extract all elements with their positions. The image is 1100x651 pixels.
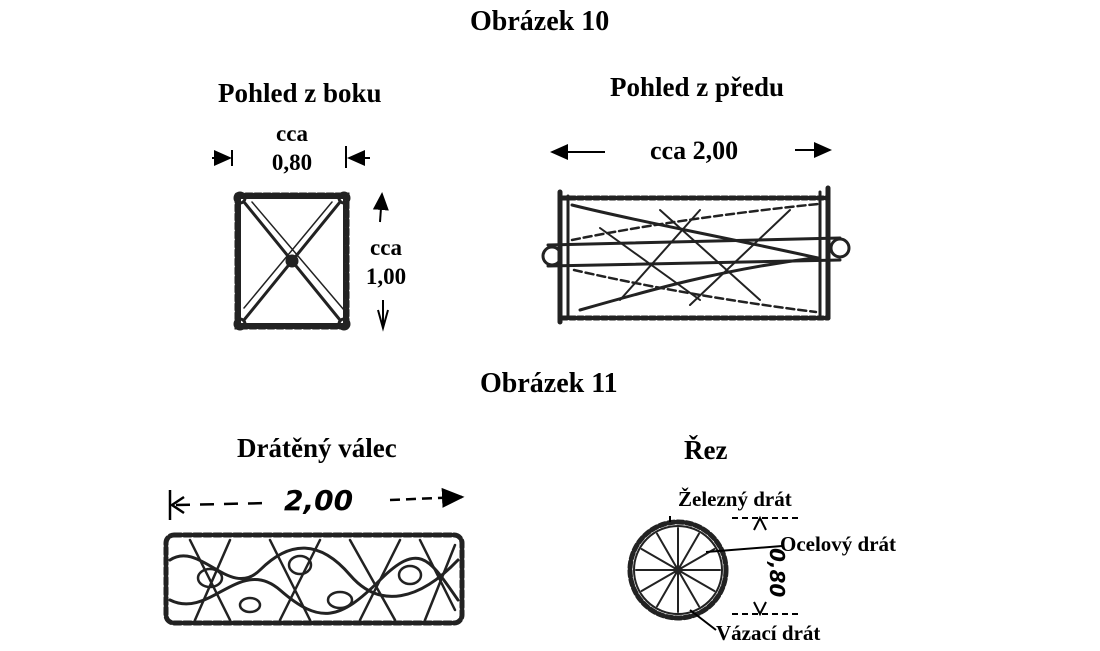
section-spoke (656, 569, 679, 608)
side-width-dimension-label: cca 0,80 (262, 120, 322, 178)
section-diameter-dimension-text: 0,80 (765, 548, 789, 597)
side-width-dimension (212, 146, 370, 168)
side-height-dim-line2: 1,00 (365, 263, 407, 289)
section-spoke (640, 569, 679, 592)
side-width-dim-line2: 0,80 (271, 149, 313, 175)
front-length-dimension (550, 142, 832, 160)
figure-11-title: Obrázek 11 (480, 368, 618, 399)
side-view-title: Pohled z boku (218, 78, 382, 108)
side-height-dim-line1: cca (370, 235, 402, 260)
front-view-drawing (541, 185, 851, 325)
section-spoke (656, 532, 679, 571)
cylinder-length-dimension-text: 2,00 (284, 484, 353, 517)
cylinder-title: Drátěný válec (237, 433, 397, 463)
figure-10-title: Obrázek 10 (470, 6, 610, 37)
section-spoke (677, 569, 700, 608)
section-spoke (640, 548, 679, 571)
front-view-title: Pohled z předu (610, 72, 785, 102)
section-callouts (669, 515, 800, 631)
cylinder-drawing (163, 532, 465, 626)
iron-wire-label: Železný drát (678, 487, 792, 511)
cylinder-length-dimension (168, 487, 465, 520)
side-height-dimension-label: cca 1,00 (356, 234, 416, 292)
section-spoke (677, 569, 716, 592)
steel-wire-label: Ocelový drát (780, 532, 897, 556)
side-height-dimension (372, 192, 389, 332)
side-width-dim-line1: cca (276, 121, 308, 146)
section-title: Řez (684, 435, 728, 465)
front-length-dimension-label: cca 2,00 (650, 136, 739, 165)
binding-wire-label: Vázací drát (716, 621, 821, 645)
side-view-drawing (233, 191, 351, 331)
section-drawing (627, 519, 729, 621)
section-spoke (677, 532, 700, 571)
